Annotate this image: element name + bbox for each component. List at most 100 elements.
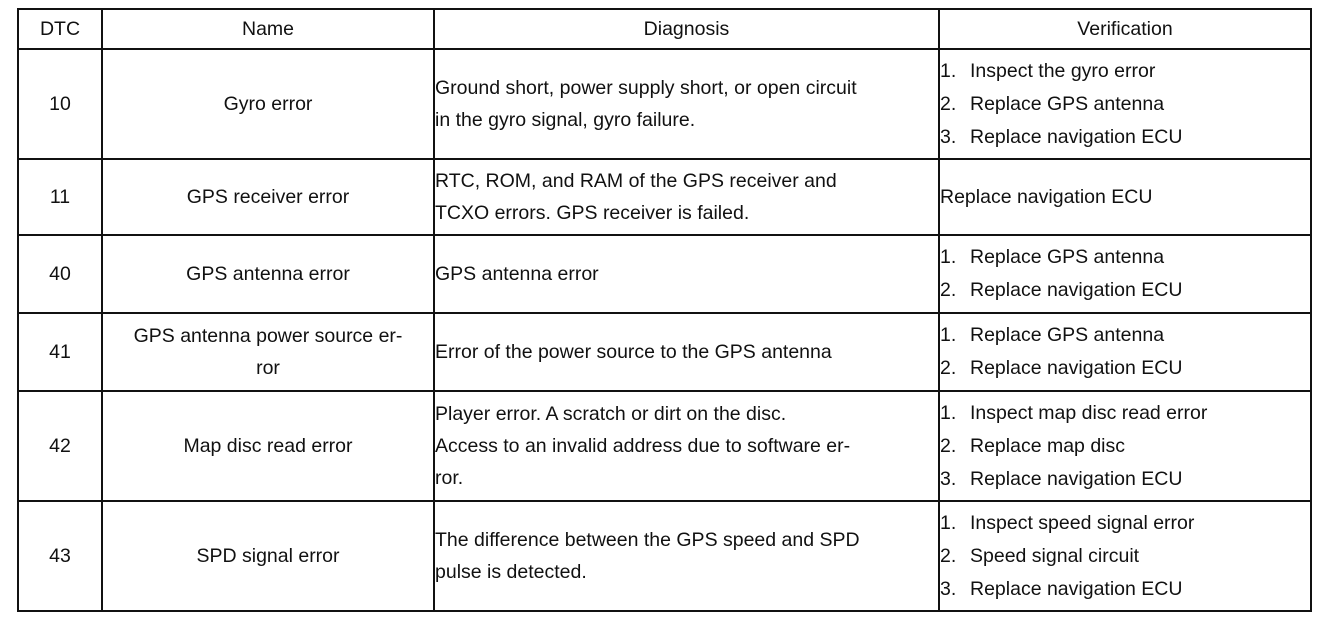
dtc-name-line: SPD signal error [196,545,340,567]
verification-step: 1. Replace GPS antenna [940,319,1310,352]
dtc-name-line: ror [256,357,280,379]
table-row: 43 SPD signal error The difference between… [17,500,1312,612]
diagnosis-line: GPS antenna error [435,263,599,285]
header-dtc: DTC [17,8,103,50]
verification-step: 1. Inspect map disc read error [940,397,1310,430]
step-number: 1. [940,511,957,534]
diagnosis-line: ror. [435,467,464,489]
diagnosis-line: Access to an invalid address due to soft… [435,435,851,457]
verification-cell: 1. Inspect speed signal error 2. Speed sign… [938,500,1312,612]
header-name: Name [101,8,435,50]
dtc-name-cell: Gyro error [101,48,435,160]
verification-step: 2. Replace navigation ECU [940,352,1310,385]
dtc-table: DTC Name Diagnosis Verification 10 Gyro e… [17,8,1312,612]
dtc-name-cell: GPS antenna error [101,234,435,314]
verification-step: 2. Speed signal circuit [940,540,1310,573]
step-number: 2. [940,357,957,379]
table-header-row: DTC Name Diagnosis Verification [17,8,1312,50]
table-row: 42 Map disc read error Player error. A scr… [17,390,1312,502]
step-number: 1. [940,401,957,424]
dtc-name-line: GPS receiver error [186,186,350,208]
step-number: 3. [940,467,957,490]
verification-steps: 1. Replace GPS antenna 2. Replace navigatio… [940,241,1310,307]
step-number: 2. [940,92,957,115]
verification-steps: 1. Replace GPS antenna 2. Replace navigatio… [940,319,1310,385]
dtc-code-cell: 42 [17,390,103,502]
verification-steps: 1. Inspect the gyro error 2. Replace GPS an… [940,55,1310,154]
step-number: 1. [940,246,957,268]
dtc-name-line: GPS antenna error [186,263,350,285]
verification-cell: 1. Inspect the gyro error 2. Replace GPS an… [938,48,1312,160]
step-number: 2. [940,279,957,301]
table-row: 10 Gyro error Ground short, power supply s… [17,48,1312,160]
step-text: Replace navigation ECU [970,577,1183,600]
dtc-name-line: Gyro error [223,93,313,115]
step-number: 1. [940,324,957,346]
verification-step: 1. Inspect speed signal error [940,507,1310,540]
verification-cell: 1. Inspect map disc read error 2. Replace m… [938,390,1312,502]
verification-cell: 1. Replace GPS antenna 2. Replace navigatio… [938,234,1312,314]
table-row: 40 GPS antenna error GPS antenna error 1. Re… [17,234,1312,314]
step-number: 2. [940,434,957,457]
step-text: Inspect map disc read error [970,401,1208,424]
diagnosis-cell: Error of the power source to the GPS ant… [433,312,940,392]
diagnosis-line: Player error. A scratch or dirt on the d… [435,403,787,425]
step-number: 3. [940,577,957,600]
dtc-name-cell: GPS antenna power source er-ror [101,312,435,392]
verification-text: Replace navigation ECU [940,186,1153,208]
step-number: 1. [940,59,957,82]
dtc-name-line: GPS antenna power source er- [133,325,403,347]
step-text: Inspect the gyro error [970,59,1156,82]
header-verification: Verification [938,8,1312,50]
table-row: 11 GPS receiver error RTC, ROM, and RAM of… [17,158,1312,236]
step-text: Replace navigation ECU [970,467,1183,490]
dtc-name-cell: SPD signal error [101,500,435,612]
step-text: Replace map disc [970,434,1125,457]
dtc-code-cell: 11 [17,158,103,236]
diagnosis-line: TCXO errors. GPS receiver is failed. [435,202,750,224]
diagnosis-line: pulse is detected. [435,561,587,583]
step-text: Inspect speed signal error [970,511,1195,534]
step-number: 2. [940,544,957,567]
verification-steps: 1. Inspect speed signal error 2. Speed sign… [940,507,1310,606]
dtc-name-cell: GPS receiver error [101,158,435,236]
step-number: 3. [940,125,957,148]
verification-step: 3. Replace navigation ECU [940,121,1310,154]
dtc-code-cell: 41 [17,312,103,392]
verification-cell: Replace navigation ECU [938,158,1312,236]
verification-steps: 1. Inspect map disc read error 2. Replace m… [940,397,1310,496]
diagnosis-cell: Player error. A scratch or dirt on the d… [433,390,940,502]
verification-step: 2. Replace GPS antenna [940,88,1310,121]
dtc-code-cell: 10 [17,48,103,160]
step-text: Replace navigation ECU [970,357,1183,379]
table-body: 10 Gyro error Ground short, power supply s… [17,48,1312,612]
step-text: Speed signal circuit [970,544,1140,567]
dtc-code-cell: 40 [17,234,103,314]
verification-step: 1. Inspect the gyro error [940,55,1310,88]
dtc-code-cell: 43 [17,500,103,612]
diagnosis-line: Error of the power source to the GPS ant… [435,341,832,363]
verification-step: 3. Replace navigation ECU [940,463,1310,496]
diagnosis-line: RTC, ROM, and RAM of the GPS receiver an… [435,170,837,192]
diagnosis-line: in the gyro signal, gyro failure. [435,109,696,131]
verification-step: 3. Replace navigation ECU [940,573,1310,606]
dtc-name-cell: Map disc read error [101,390,435,502]
verification-step: 1. Replace GPS antenna [940,241,1310,274]
dtc-name-line: Map disc read error [183,435,353,457]
step-text: Replace navigation ECU [970,279,1183,301]
verification-step: 2. Replace navigation ECU [940,274,1310,307]
diagnosis-cell: The difference between the GPS speed and… [433,500,940,612]
verification-step: 2. Replace map disc [940,430,1310,463]
verification-cell: 1. Replace GPS antenna 2. Replace navigatio… [938,312,1312,392]
diagnosis-cell: Ground short, power supply short, or ope… [433,48,940,160]
diagnosis-line: The difference between the GPS speed and… [435,529,860,551]
step-text: Replace GPS antenna [970,92,1165,115]
step-text: Replace navigation ECU [970,125,1183,148]
diagnosis-cell: GPS antenna error [433,234,940,314]
step-text: Replace GPS antenna [970,246,1165,268]
header-diagnosis: Diagnosis [433,8,940,50]
diagnosis-line: Ground short, power supply short, or ope… [435,77,857,99]
diagnosis-cell: RTC, ROM, and RAM of the GPS receiver an… [433,158,940,236]
step-text: Replace GPS antenna [970,324,1165,346]
